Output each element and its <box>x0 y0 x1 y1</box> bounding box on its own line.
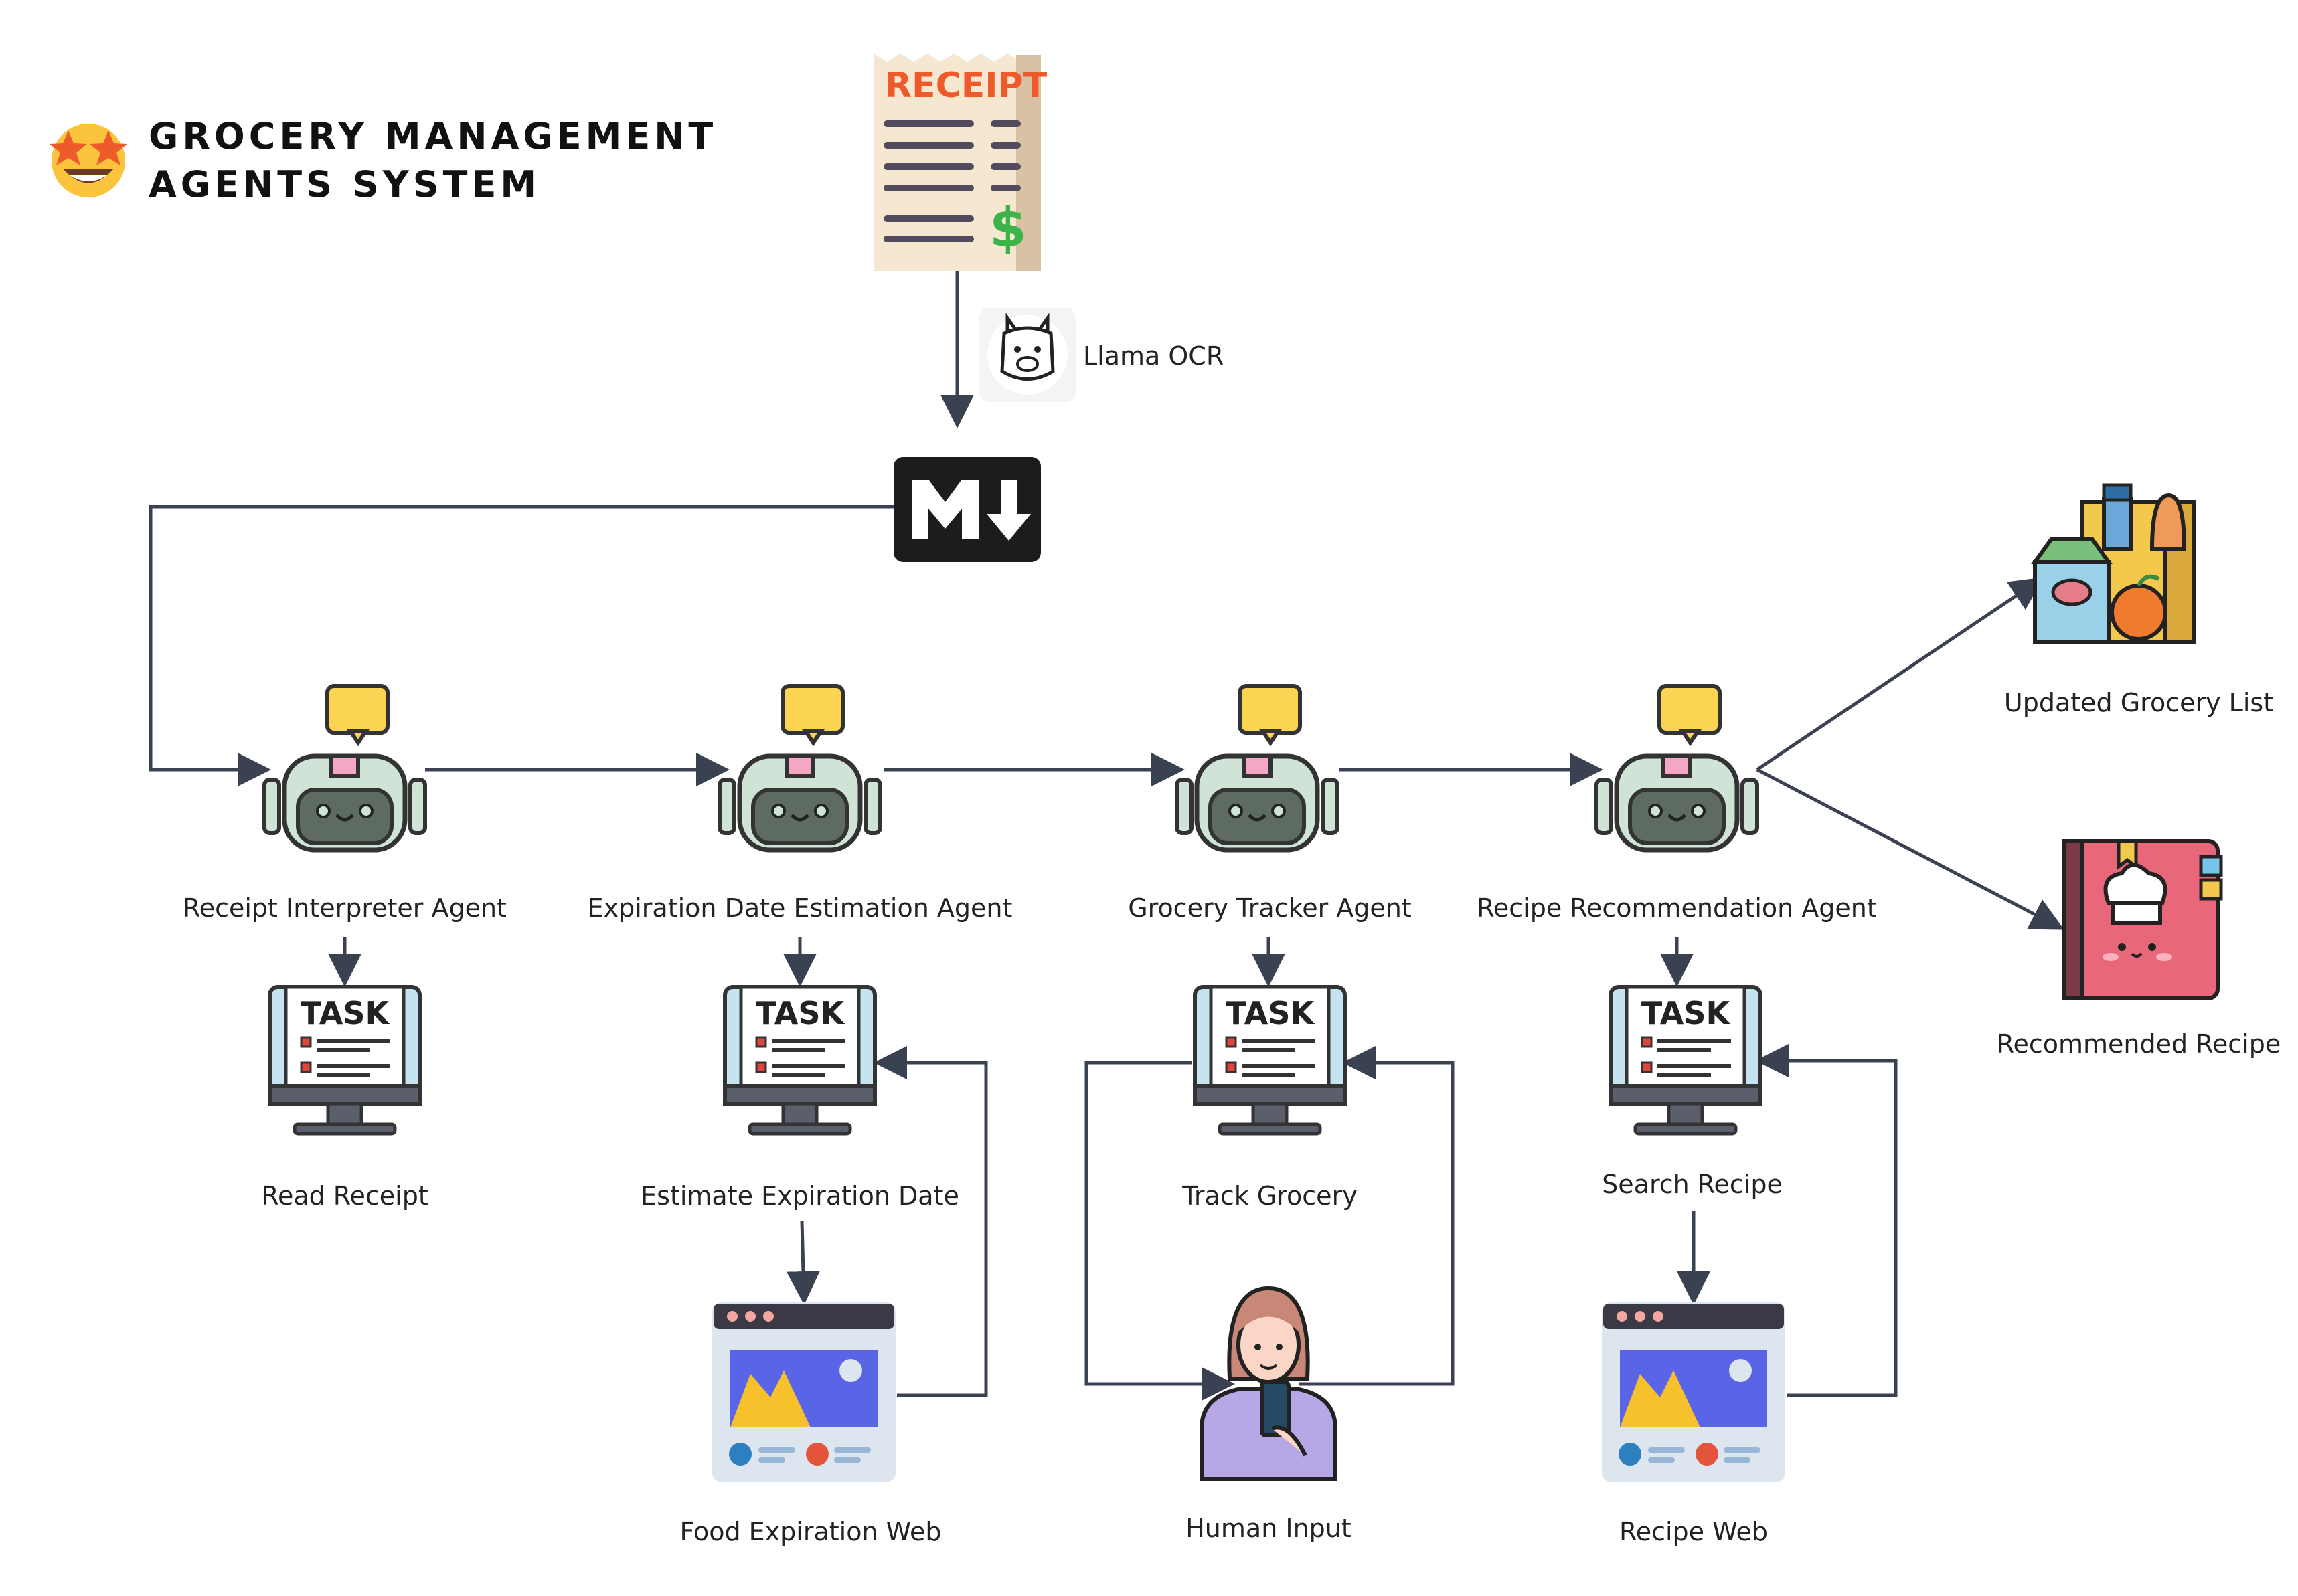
output-recommended-recipe-label: Recommended Recipe <box>1997 1029 2281 1059</box>
updated-grocery-list-bag-icon <box>2031 483 2196 644</box>
agent-1-label: Receipt Interpreter Agent <box>183 893 507 923</box>
recommended-recipe-book-icon <box>2062 839 2223 1000</box>
connector-agent4-recipe <box>1756 768 2064 930</box>
agent-3-robot-icon <box>1177 686 1337 850</box>
agent-1-robot-icon <box>264 686 425 850</box>
receipt-heading: RECEIPT <box>885 66 1048 106</box>
connector-markdown-agent1 <box>149 505 894 786</box>
title-line-2: AGENTS SYSTEM <box>149 163 540 205</box>
agent-2-robot-icon <box>720 686 880 850</box>
connector-recipeweb-task4 <box>1755 1044 1898 1397</box>
title-line-1: GROCERY MANAGEMENT <box>149 115 717 157</box>
task-4-label: Search Recipe <box>1602 1170 1783 1199</box>
connector-human-task3 <box>1299 1046 1455 1386</box>
task-3-label: Track Grocery <box>1181 1181 1357 1211</box>
tool-recipe-web-label: Recipe Web <box>1619 1517 1768 1546</box>
receipt-dollar-sign: $ <box>989 197 1027 259</box>
llama-icon <box>979 308 1076 402</box>
agent-4-label: Recipe Recommendation Agent <box>1477 893 1877 923</box>
task-2-label: Estimate Expiration Date <box>641 1181 959 1211</box>
tool-human-input-label: Human Input <box>1185 1514 1351 1543</box>
task-3-badge: TASK <box>1226 995 1316 1031</box>
title-emoji-icon <box>50 124 127 197</box>
agent-2-label: Expiration Date Estimation Agent <box>588 893 1013 923</box>
agent-4-robot-icon <box>1596 686 1757 850</box>
connector-agent4-grocery <box>1756 577 2044 772</box>
human-input-person-icon <box>1200 1285 1337 1481</box>
task-1-label: Read Receipt <box>261 1181 428 1211</box>
connector-task3-human <box>1084 1061 1235 1401</box>
food-expiration-web-browser-icon <box>712 1302 896 1482</box>
task-1-badge: TASK <box>301 995 391 1031</box>
connector-foodweb-task2 <box>874 1046 988 1397</box>
agent-3-label: Grocery Tracker Agent <box>1128 893 1412 923</box>
markdown-icon <box>894 457 1041 562</box>
output-updated-grocery-list-label: Updated Grocery List <box>2004 688 2273 717</box>
tool-food-expiration-web-label: Food Expiration Web <box>679 1517 941 1546</box>
receipt-icon <box>874 54 1041 271</box>
task-2-badge: TASK <box>756 995 846 1031</box>
connector-task2-foodweb <box>786 1221 820 1305</box>
recipe-web-browser-icon <box>1602 1302 1785 1482</box>
task-4-badge: TASK <box>1641 995 1732 1031</box>
llama-ocr-label: Llama OCR <box>1083 341 1224 371</box>
